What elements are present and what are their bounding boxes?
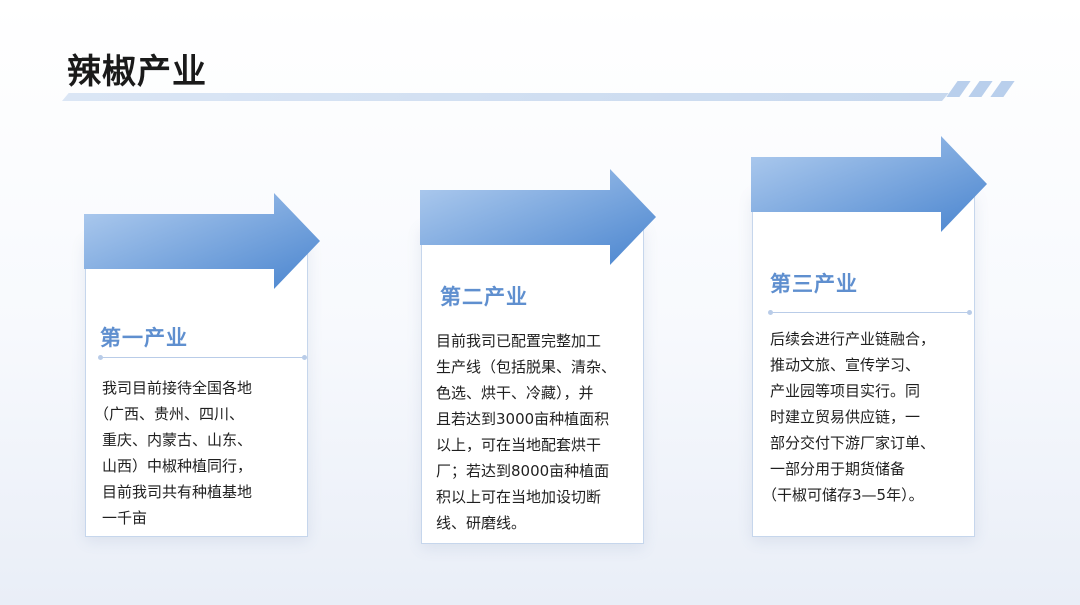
stage-heading-3: 第三产业 [770, 272, 858, 296]
text-line: 以上，可在当地配套烘干 [436, 436, 602, 454]
text-line: 生产线（包括脱果、清杂、 [436, 358, 617, 376]
stage-card-3 [752, 192, 975, 537]
stage-card-2 [421, 225, 644, 544]
stage-heading-2: 第二产业 [440, 285, 528, 309]
text-line: （干椒可储存3—5年）。 [762, 486, 924, 504]
stage-card-1 [85, 238, 308, 537]
text-line: 且若达到3000亩种植面积 [436, 410, 610, 428]
stage-separator-1 [98, 355, 307, 360]
text-line: 线、研磨线。 [436, 514, 527, 532]
text-line: 积以上可在当地加设切断 [436, 488, 602, 506]
text-line: 色选、烘干、冷藏），并 [436, 384, 594, 402]
decorative-stripes [944, 81, 1015, 97]
text-line: 推动文旅、宣传学习、 [770, 356, 921, 374]
text-line: 部分交付下游厂家订单、 [770, 434, 936, 452]
stage-arrow-3 [751, 136, 987, 232]
stage-body-3: 后续会进行产业链融合， 推动文旅、宣传学习、 产业园等项目实行。同 时建立贸易供… [762, 326, 936, 508]
text-line: 我司目前接待全国各地 [102, 379, 253, 397]
text-line: 目前我司已配置完整加工 [436, 332, 602, 350]
stage-arrow-1 [84, 193, 320, 289]
stage-separator-3 [768, 310, 972, 315]
page-title: 辣椒产业 [67, 52, 207, 92]
text-line: 产业园等项目实行。同 [770, 382, 921, 400]
text-line: 一千亩 [102, 509, 148, 527]
stage-heading-1: 第一产业 [100, 326, 188, 350]
text-line: 重庆、内蒙古、山东、 [102, 431, 253, 449]
title-underline-bar [62, 93, 949, 101]
stage-body-1: 我司目前接待全国各地 （广西、贵州、四川、 重庆、内蒙古、山东、 山西）中椒种植… [94, 375, 253, 531]
text-line: 后续会进行产业链融合， [770, 330, 936, 348]
text-line: （广西、贵州、四川、 [94, 405, 245, 423]
text-line: 一部分用于期货储备 [770, 460, 906, 478]
text-line: 目前我司共有种植基地 [102, 483, 253, 501]
stage-arrow-2 [420, 169, 656, 265]
text-line: 厂；若达到8000亩种植面 [436, 462, 610, 480]
text-line: 时建立贸易供应链，一 [770, 408, 921, 426]
text-line: 山西）中椒种植同行， [102, 457, 253, 475]
stage-body-2: 目前我司已配置完整加工 生产线（包括脱果、清杂、 色选、烘干、冷藏），并 且若达… [436, 328, 616, 536]
